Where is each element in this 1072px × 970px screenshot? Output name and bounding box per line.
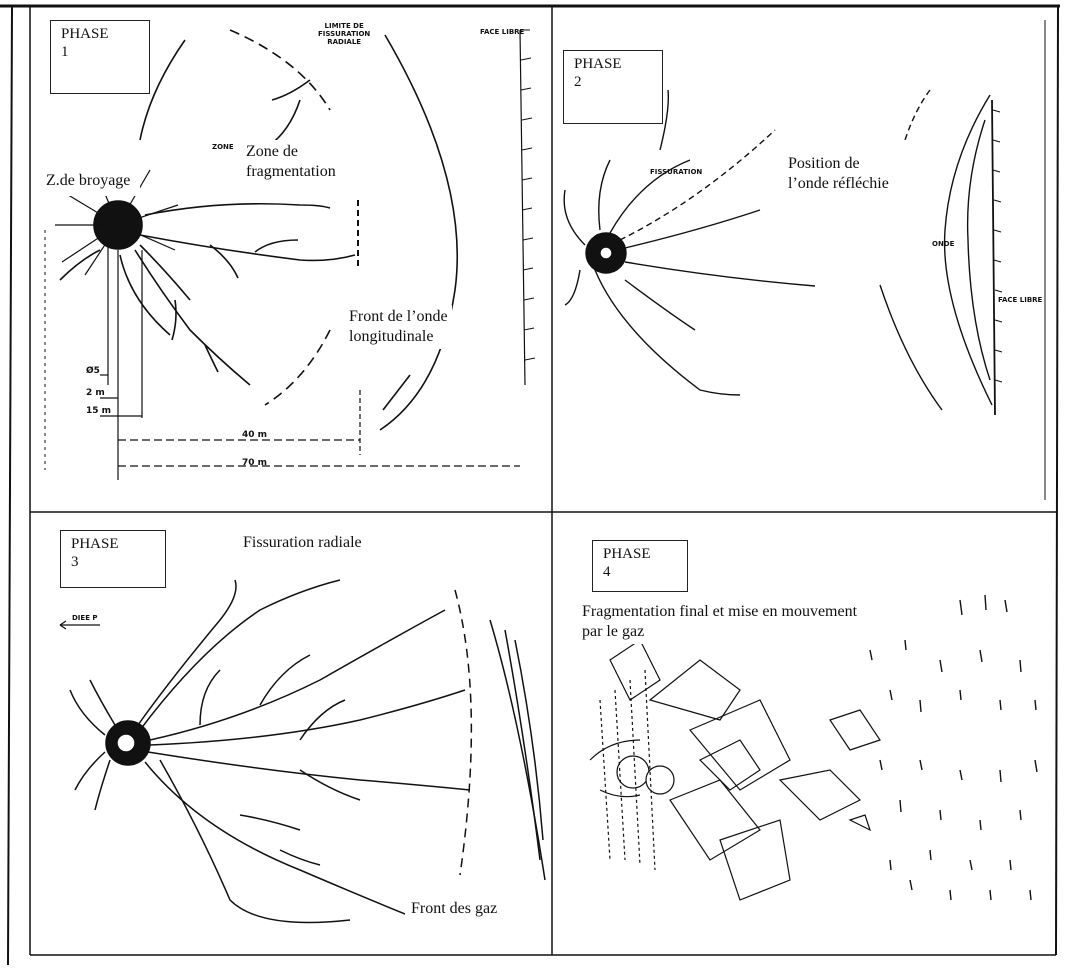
phase4-charge — [617, 756, 649, 788]
phase2-reflected-wave-label: Position de l’onde réfléchie — [782, 152, 895, 196]
phase1-free-face-label: FACE LIBRE — [480, 28, 524, 36]
phase1-number: 1 — [61, 43, 139, 61]
phase1-zone-small-label: ZONE — [212, 143, 234, 151]
phase3-box: PHASE 3 — [60, 530, 166, 588]
phase4-number: 4 — [603, 563, 677, 581]
phase1-crushing-label: Z.de broyage — [44, 168, 140, 196]
phase1-dim-3: 40 m — [242, 430, 267, 440]
phase1-dim-2: 15 m — [86, 406, 111, 416]
phase4-box: PHASE 4 — [592, 540, 688, 592]
phase1-dim-4: 70 m — [242, 458, 267, 468]
phase1-radial-limit-label: LIMITE DE FISSURATION RADIALE — [318, 22, 370, 46]
phase2-free-face-label: FACE LIBRE — [998, 296, 1042, 304]
phase2-crack-tag: FISSURATION — [650, 168, 702, 176]
phase3-number: 3 — [71, 553, 155, 571]
phase3-small-tag: DIEE P — [72, 614, 98, 622]
phase3-gas-front-label: Front des gaz — [405, 897, 503, 921]
phase1-dim-0: Ø5 — [86, 366, 100, 376]
phase1-label: PHASE — [61, 25, 139, 43]
phase2-number: 2 — [574, 73, 652, 91]
panel-grid — [0, 6, 1060, 965]
phase1-drawing — [45, 30, 535, 480]
phase1-longitudinal-label: Front de l’onde longitudinale — [345, 305, 452, 349]
phase1-box: PHASE 1 — [50, 20, 150, 94]
phase3-label: PHASE — [71, 535, 155, 553]
phase1-fragmentation-label: Zone de fragmentation — [240, 140, 342, 184]
phase2-wave-tag: ONDE — [932, 240, 954, 248]
phase4-final-fragmentation-label: Fragmentation final et mise en mouvement… — [578, 600, 861, 644]
phase3-drawing — [60, 580, 545, 923]
phase2-box: PHASE 2 — [563, 50, 663, 124]
phase4-label: PHASE — [603, 545, 677, 563]
phase1-dim-1: 2 m — [86, 388, 105, 398]
phase3-radial-cracking-label: Fissuration radiale — [243, 533, 362, 553]
phase2-label: PHASE — [574, 55, 652, 73]
phase2-drawing — [564, 90, 1002, 415]
